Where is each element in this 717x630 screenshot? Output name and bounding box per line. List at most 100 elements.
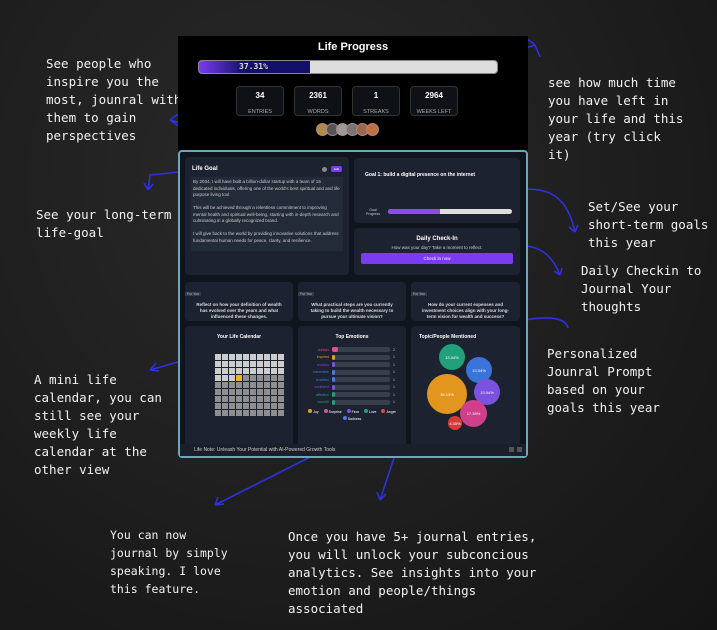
calendar-cell: [222, 354, 228, 360]
calendar-cell: [236, 389, 242, 395]
calendar-cell: [229, 403, 235, 409]
topic-bubble[interactable]: 4.35%: [448, 416, 462, 430]
checkin-subtitle: How was your day? Take a moment to refle…: [391, 245, 483, 250]
calendar-cell: [222, 389, 228, 395]
calendar-cell: [250, 368, 256, 374]
annotation-voice: You can now journal by simply speaking. …: [110, 528, 228, 596]
calendar-cell: [243, 410, 249, 416]
calendar-cell: [278, 375, 284, 381]
life-goal-paragraph: This will be achieved through a relentle…: [193, 205, 339, 223]
edit-button[interactable]: Edit: [331, 166, 342, 172]
goal-progress-bar: [388, 209, 512, 214]
calendar-cell: [264, 396, 270, 402]
play-icon[interactable]: [509, 447, 514, 452]
calendar-cell: [257, 403, 263, 409]
stat-label: WEEKS LEFT: [416, 109, 452, 115]
emotion-count: 1: [393, 385, 395, 390]
prompt-text: Reflect on how your definition of wealth…: [196, 302, 282, 319]
calendar-cell: [229, 368, 235, 374]
emotion-track: [332, 392, 390, 398]
legend-item: Sadness: [342, 416, 361, 421]
calendar-cell: [215, 382, 221, 388]
check-in-button[interactable]: Check in now: [361, 253, 513, 264]
goal-progress-fill: [388, 209, 441, 214]
life-goal-text: By 2034, I will have built a billion-dol…: [191, 177, 343, 251]
annotation-analytics: Once you have 5+ journal entries, you wi…: [288, 529, 537, 616]
calendar-cell: [229, 396, 235, 402]
calendar-cell: [222, 368, 228, 374]
stat-label: STREAKS: [363, 109, 389, 115]
goal-progress-label: Goal Progress: [365, 208, 380, 216]
expand-icon[interactable]: [517, 447, 522, 452]
emotion-count: 1: [393, 377, 395, 382]
inspiring-people-avatars: [316, 123, 379, 136]
goal-card[interactable]: Goal 1: build a digital presence on the …: [354, 158, 520, 223]
info-icon[interactable]: [322, 167, 327, 172]
calendar-cell: [271, 361, 277, 367]
calendar-cell: [243, 382, 249, 388]
topic-bubble[interactable]: 13.04%: [439, 344, 465, 370]
calendar-cell: [264, 375, 270, 381]
topic-bubble[interactable]: 13.04%: [466, 357, 492, 383]
calendar-cell: [250, 361, 256, 367]
calendar-cell: [278, 410, 284, 416]
calendar-cell: [250, 396, 256, 402]
legend-item: Surprise: [323, 409, 342, 414]
annotation-calendar: A mini life calendar, you can still see …: [34, 372, 162, 477]
topic-bubble[interactable]: 17.39%: [460, 400, 487, 427]
life-progress-bar[interactable]: 37.31%: [198, 60, 498, 74]
calendar-cell: [250, 375, 256, 381]
legend-item: Joy: [308, 409, 319, 414]
legend-dot: [346, 409, 351, 413]
calendar-cell: [278, 368, 284, 374]
life-calendar-card[interactable]: Your Life Calendar: [185, 326, 293, 448]
stat-label: ENTRIES: [248, 109, 272, 115]
calendar-cell: [257, 368, 263, 374]
calendar-cell: [271, 410, 277, 416]
calendar-cell: [278, 389, 284, 395]
calendar-cell: [222, 396, 228, 402]
prompt-text: How do your current expenses and investm…: [421, 302, 509, 319]
emotion-bar: [332, 347, 338, 353]
legend-dot: [363, 409, 368, 413]
daily-checkin-card: Daily Check-In How was your day? Take a …: [354, 228, 520, 275]
avatar[interactable]: [366, 123, 379, 136]
calendar-cell: [236, 368, 242, 374]
calendar-cell: [229, 410, 235, 416]
calendar-cell: [257, 354, 263, 360]
calendar-cell: [278, 361, 284, 367]
calendar-cell: [222, 375, 228, 381]
calendar-title: Your Life Calendar: [216, 334, 262, 340]
calendar-cell: [271, 368, 277, 374]
calendar-cell: [236, 354, 242, 360]
calendar-cell: [271, 382, 277, 388]
emotion-bar: [332, 362, 335, 368]
checkin-title: Daily Check-In: [416, 236, 458, 242]
emotion-count: 1: [393, 392, 395, 397]
calendar-cell: [243, 403, 249, 409]
calendar-cell: [215, 368, 221, 374]
calendar-cell: [236, 396, 242, 402]
calendar-cell: [215, 361, 221, 367]
calendar-cell: [215, 410, 221, 416]
calendar-cell: [257, 396, 263, 402]
stat-value: 2964: [425, 91, 443, 100]
prompt-text: What practical steps are you currently t…: [310, 302, 394, 319]
calendar-cell: [271, 396, 277, 402]
annotation-inspire: See people who inspire you the most, jou…: [46, 56, 182, 143]
emotion-label: vulnerable: [312, 370, 329, 375]
